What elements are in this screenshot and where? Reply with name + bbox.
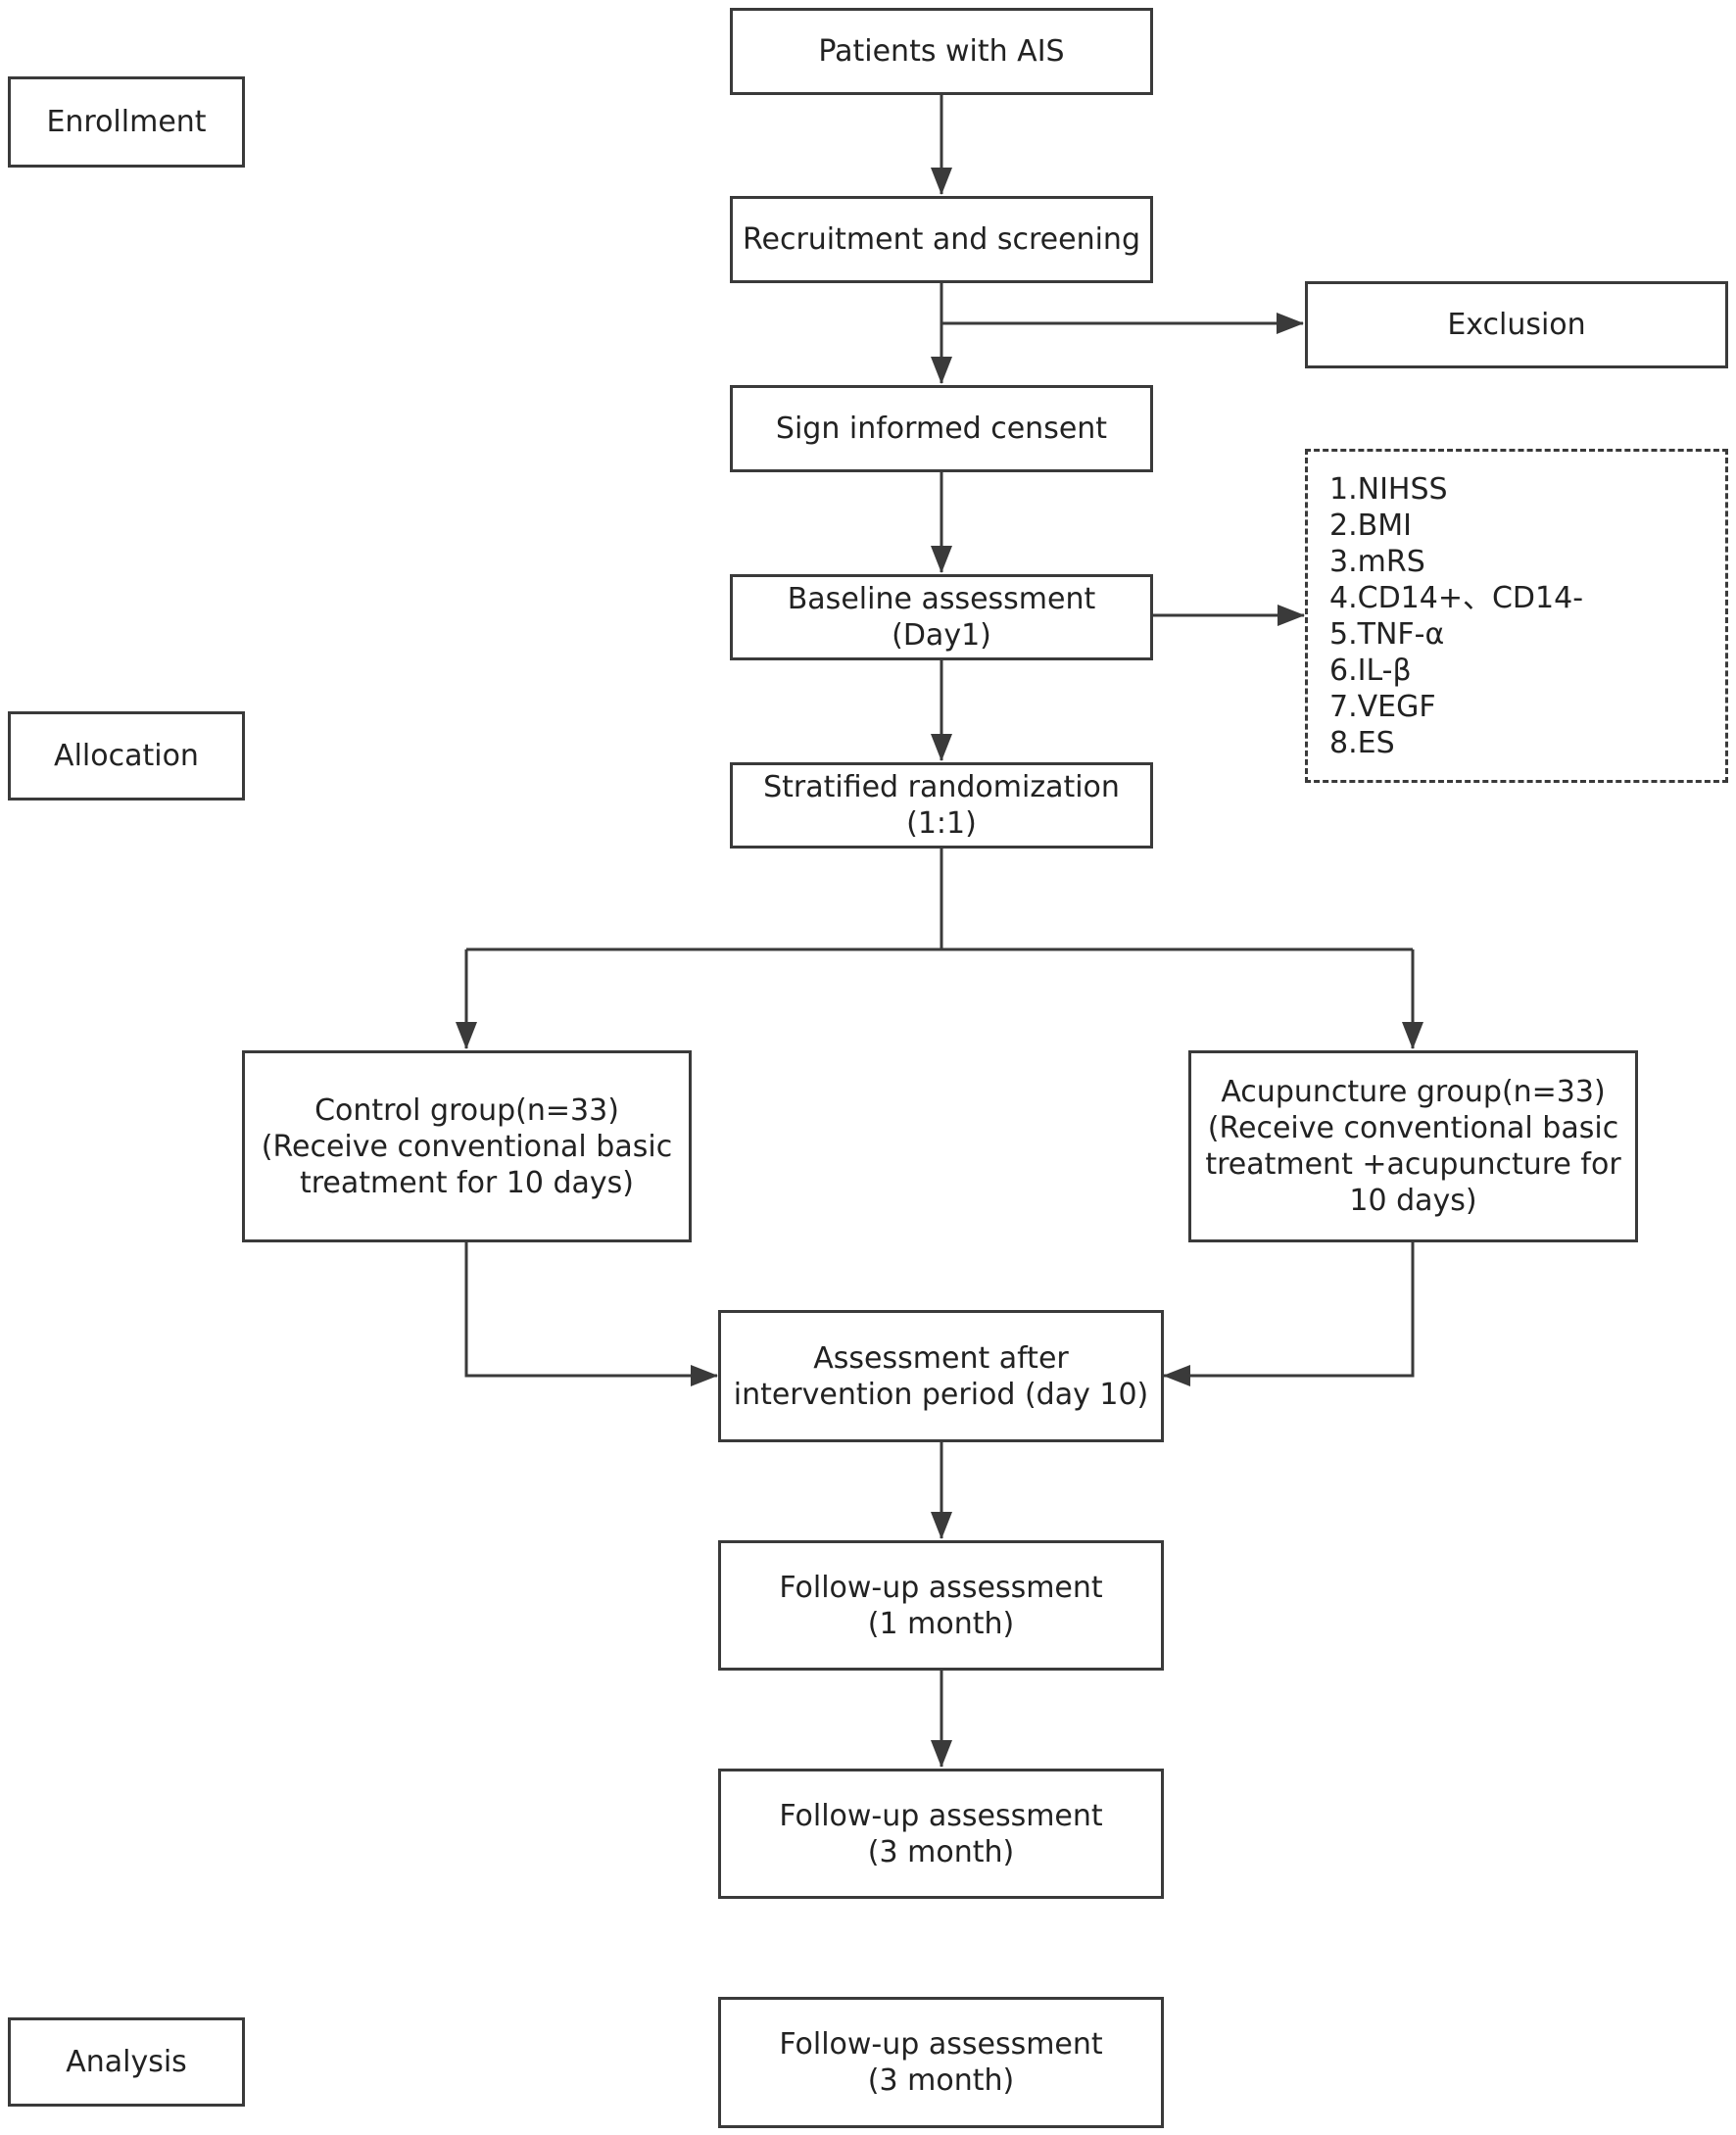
recruitment-text: Recruitment and screening <box>743 222 1140 257</box>
randomization-text-1: Stratified randomization <box>763 770 1120 804</box>
followup-3-month-text-1: Follow-up assessment <box>779 1798 1103 1833</box>
recruitment-box: Recruitment and screening <box>730 196 1153 283</box>
control-text-2: (Receive conventional basic <box>261 1129 673 1164</box>
followup-1-month-text-1: Follow-up assessment <box>779 1570 1103 1605</box>
patients-box: Patients with AIS <box>730 8 1153 95</box>
outcome-measure: 4.CD14+、CD14- <box>1329 581 1584 615</box>
control-text-3: treatment for 10 days) <box>299 1165 635 1200</box>
control-group-box: Control group(n=33) (Receive conventiona… <box>242 1050 692 1242</box>
stage-allocation-label: Allocation <box>54 739 199 773</box>
arrow-control-to-post <box>464 1241 718 1386</box>
baseline-box: Baseline assessment (Day1) <box>730 574 1153 660</box>
outcome-measure: 2.BMI <box>1329 509 1412 543</box>
acupuncture-text-2: (Receive conventional basic <box>1207 1111 1619 1145</box>
outcome-measure: 1.NIHSS <box>1329 472 1448 507</box>
baseline-text-1: Baseline assessment <box>787 582 1096 616</box>
post-intervention-text-2: intervention period (day 10) <box>733 1377 1149 1412</box>
followup-1-month-box: Follow-up assessment (1 month) <box>718 1540 1164 1671</box>
arrow-acupuncture-to-post <box>1163 1241 1415 1386</box>
followup-3-month-text-2: (3 month) <box>867 1834 1015 1869</box>
split-connector <box>466 848 1413 951</box>
exclusion-box: Exclusion <box>1305 281 1728 368</box>
baseline-text-2: (Day1) <box>892 618 991 653</box>
acupuncture-group-box: Acupuncture group(n=33) (Receive convent… <box>1188 1050 1638 1242</box>
outcome-measure: 8.ES <box>1329 726 1395 760</box>
followup-1-month-text-2: (1 month) <box>867 1606 1015 1641</box>
patients-text: Patients with AIS <box>818 34 1065 69</box>
analysis-followup-box: Follow-up assessment (3 month) <box>718 1997 1164 2128</box>
post-intervention-box: Assessment after intervention period (da… <box>718 1310 1164 1442</box>
stage-enrollment: Enrollment <box>8 76 245 168</box>
consent-box: Sign informed censent <box>730 385 1153 472</box>
stage-analysis-label: Analysis <box>66 2045 187 2079</box>
acupuncture-text-1: Acupuncture group(n=33) <box>1221 1075 1606 1109</box>
post-intervention-text-1: Assessment after <box>813 1340 1069 1376</box>
consent-text: Sign informed censent <box>775 412 1108 446</box>
stage-enrollment-label: Enrollment <box>46 105 207 139</box>
exclusion-text: Exclusion <box>1447 308 1586 342</box>
followup-3-month-box: Follow-up assessment (3 month) <box>718 1769 1164 1899</box>
analysis-followup-text-1: Follow-up assessment <box>779 2027 1103 2062</box>
outcome-measure: 5.TNF-α <box>1329 617 1445 652</box>
outcome-measure: 7.VEGF <box>1329 690 1436 724</box>
outcome-measure: 3.mRS <box>1329 545 1425 579</box>
analysis-followup-text-2: (3 month) <box>867 2063 1015 2098</box>
outcome-measures-box: 1.NIHSS 2.BMI 3.mRS 4.CD14+、CD14- 5.TNF-… <box>1305 449 1728 783</box>
acupuncture-text-4: 10 days) <box>1349 1184 1477 1218</box>
outcome-measure: 6.IL-β <box>1329 654 1412 688</box>
acupuncture-text-3: treatment +acupuncture for <box>1205 1147 1621 1182</box>
randomization-box: Stratified randomization (1:1) <box>730 762 1153 849</box>
control-text-1: Control group(n=33) <box>314 1092 619 1128</box>
randomization-text-2: (1:1) <box>906 806 977 841</box>
stage-allocation: Allocation <box>8 711 245 801</box>
stage-analysis: Analysis <box>8 2017 245 2107</box>
